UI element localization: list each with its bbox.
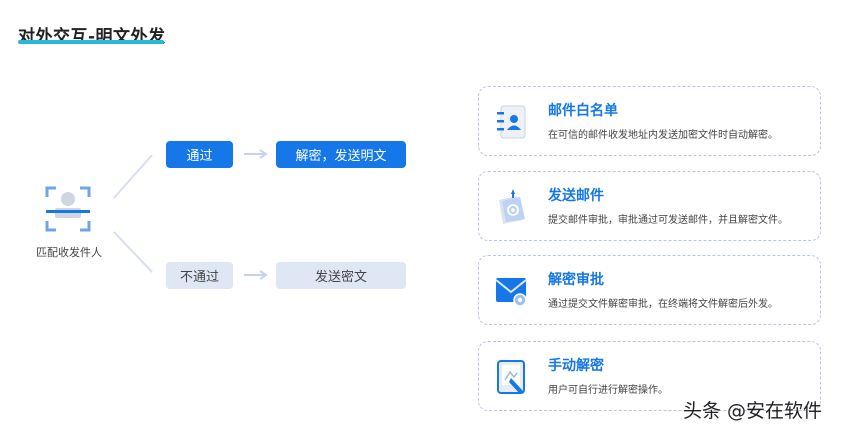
card-title: 邮件白名单 — [548, 103, 618, 119]
arrow-right-icon — [244, 270, 268, 280]
send-mail-icon — [499, 189, 525, 224]
pass-badge: 通过 — [166, 141, 233, 168]
title-underline — [18, 40, 164, 44]
card-desc: 用户可自行进行解密操作。 — [548, 385, 668, 396]
connector-lower — [113, 231, 153, 273]
watermark: 头条 @安在软件 — [683, 400, 823, 422]
card-title: 解密审批 — [548, 272, 604, 288]
card-desc: 通过提交文件解密审批，在终端将文件解密后外发。 — [548, 299, 778, 310]
card-mail-whitelist: 邮件白名单 在可信的邮件收发地址内发送加密文件时自动解密。 — [478, 86, 821, 156]
connector-upper — [113, 154, 153, 199]
pass-result: 解密，发送明文 — [276, 141, 406, 168]
arrow-right-icon — [244, 149, 268, 159]
card-decrypt-approval: 解密审批 通过提交文件解密审批，在终端将文件解密后外发。 — [478, 255, 821, 325]
card-send-mail: 发送邮件 提交邮件审批，审批通过可发送邮件，并且解密文件。 — [478, 171, 821, 241]
card-desc: 在可信的邮件收发地址内发送加密文件时自动解密。 — [548, 130, 778, 141]
card-title: 手动解密 — [548, 358, 604, 374]
envelope-approval-icon — [495, 278, 527, 307]
source-label: 匹配收发件人 — [36, 246, 102, 259]
scan-person-icon — [45, 186, 91, 232]
card-desc: 提交邮件审批，审批通过可发送邮件，并且解密文件。 — [548, 215, 788, 226]
address-book-icon — [497, 105, 526, 139]
card-manual-decrypt: 手动解密 用户可自行进行解密操作。 — [478, 341, 821, 411]
card-title: 发送邮件 — [548, 188, 604, 204]
fail-result: 发送密文 — [276, 262, 406, 289]
fail-badge: 不通过 — [166, 262, 233, 289]
manual-decrypt-icon — [497, 360, 525, 394]
